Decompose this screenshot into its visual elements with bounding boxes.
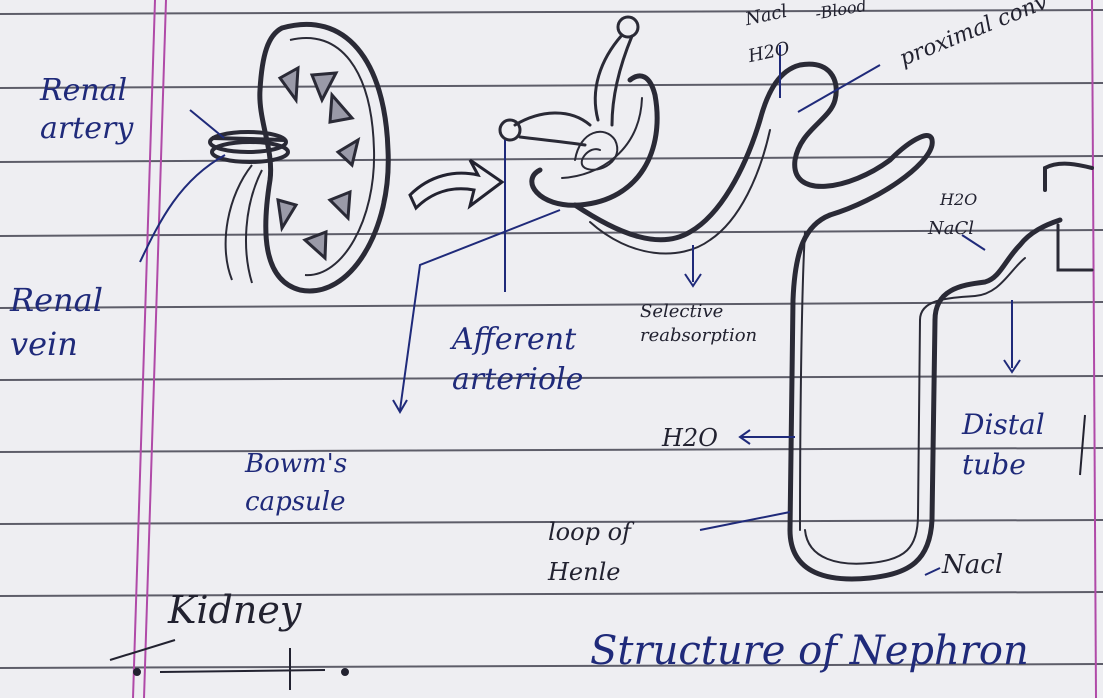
flow-arrow xyxy=(410,160,502,208)
afferent-arteriole-label: Afferent arteriole xyxy=(452,320,622,400)
nephron-drawing xyxy=(500,17,1092,579)
selective-reabsorption-label: Selective reabsorption xyxy=(640,300,780,348)
h2o-out-label: H2O xyxy=(662,424,718,452)
nacl-bottom-label: Nacl xyxy=(942,550,1003,580)
renal-vein-label: Renal vein xyxy=(10,278,170,366)
renal-artery-label: Renal artery xyxy=(40,72,170,148)
kidney-drawing xyxy=(210,24,388,291)
loop-of-henle-label: loop of Henle xyxy=(548,512,678,592)
h2o-distal-label: H2O xyxy=(940,190,977,209)
distal-tubule-label: Distal tube xyxy=(962,405,1072,485)
kidney-label: Kidney xyxy=(168,588,301,632)
bowmans-capsule-label: Bowm's capsule xyxy=(245,445,395,521)
nacl-distal-label: NaCl xyxy=(928,218,974,239)
diagram-title: Structure of Nephron xyxy=(590,628,1029,674)
